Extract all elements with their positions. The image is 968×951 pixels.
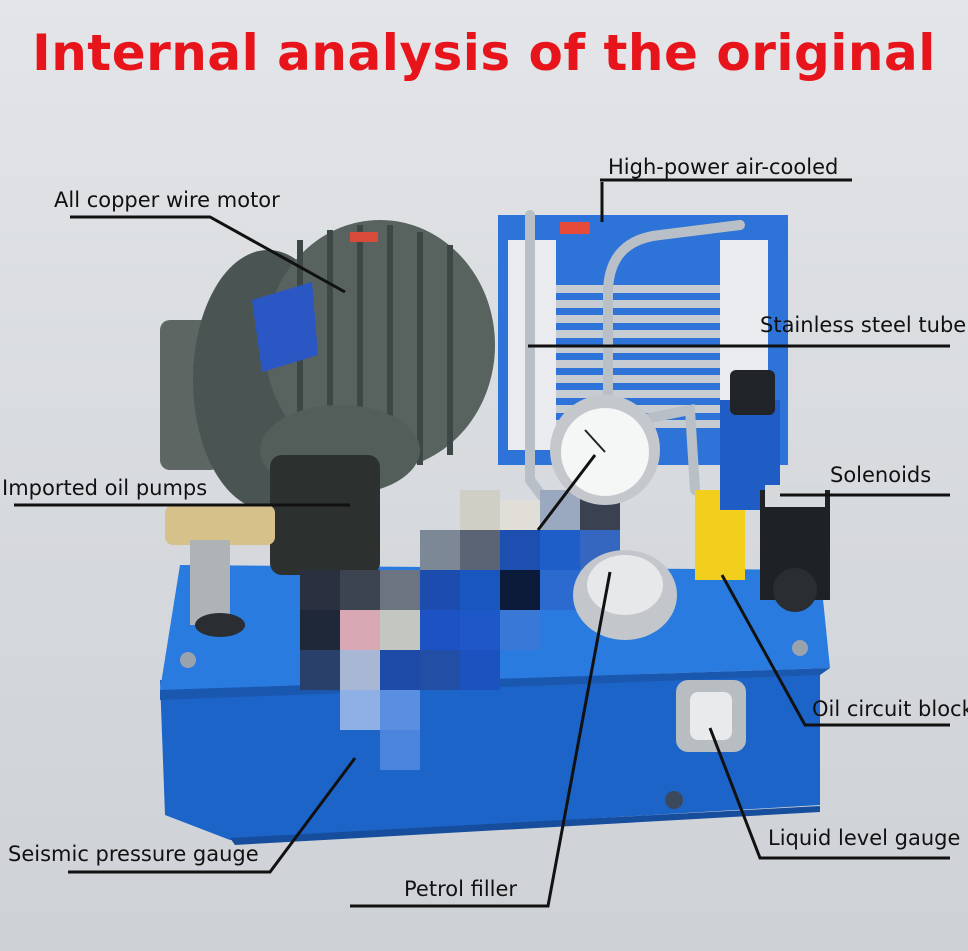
leader-lines bbox=[14, 178, 950, 908]
pressure-gauge bbox=[550, 395, 660, 505]
label-pumps: Imported oil pumps bbox=[2, 476, 208, 500]
label-oil-block: Oil circuit block bbox=[812, 697, 968, 721]
label-cooler: High-power air-cooled bbox=[608, 155, 839, 179]
filler-cap bbox=[573, 550, 677, 640]
label-solenoids: Solenoids bbox=[830, 463, 932, 487]
oil-pump bbox=[165, 455, 380, 637]
label-petrol-filler: Petrol filler bbox=[404, 877, 518, 901]
level-gauge bbox=[676, 680, 746, 752]
valve-assembly bbox=[695, 370, 830, 612]
label-level-gauge: Liquid level gauge bbox=[768, 826, 961, 850]
page-title: Internal analysis of the original bbox=[32, 24, 936, 82]
electric-motor bbox=[160, 220, 495, 510]
label-motor: All copper wire motor bbox=[54, 188, 280, 212]
label-pressure-gauge: Seismic pressure gauge bbox=[8, 842, 259, 866]
label-tube: Stainless steel tube bbox=[760, 313, 967, 337]
